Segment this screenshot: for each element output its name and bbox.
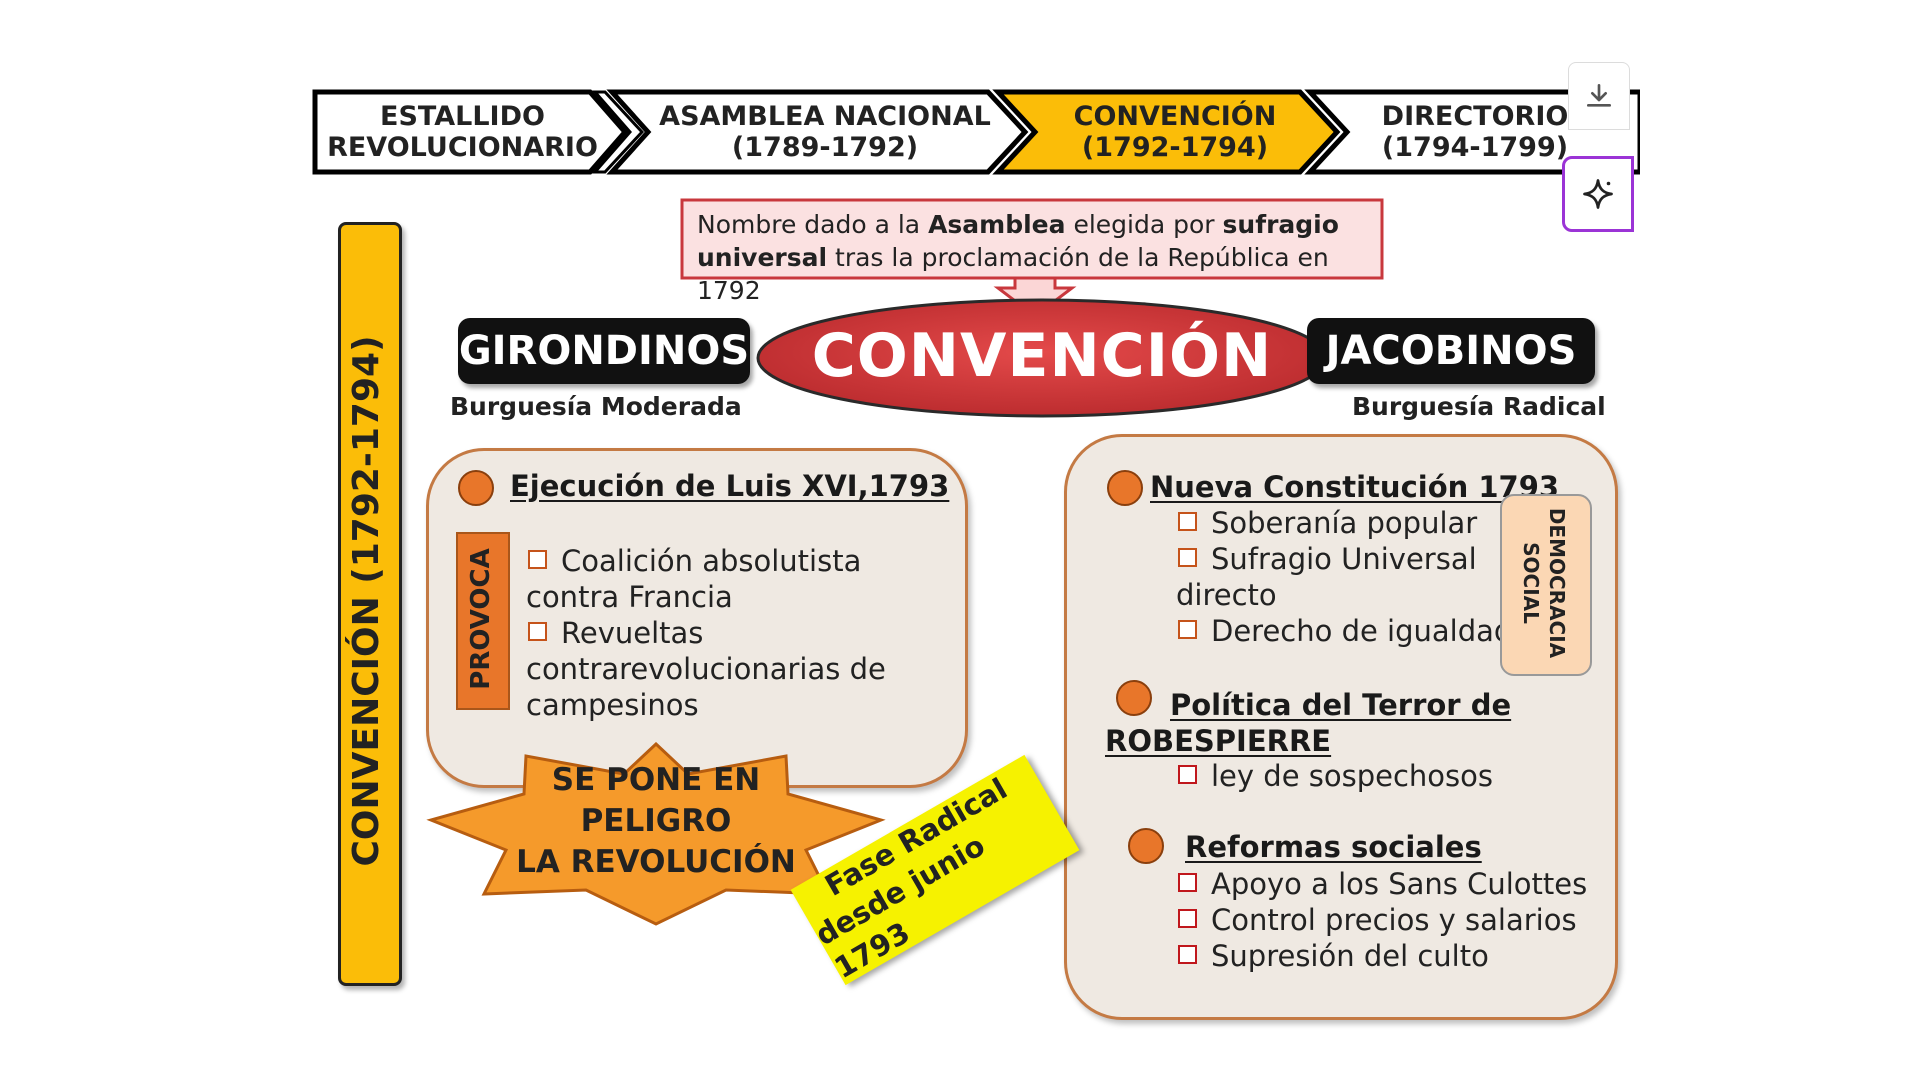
danger-star-shape: [426, 742, 886, 926]
left-item-1-text: Coalición absolutista: [561, 544, 862, 578]
timeline-step-3-line2: (1792-1794): [1081, 132, 1269, 163]
sidebar-period-label: CONVENCIÓN (1792-1794): [346, 335, 387, 867]
timeline-step-3-line1: CONVENCIÓN: [1073, 101, 1277, 132]
right-s2-item-1-text: ley de sospechosos: [1211, 759, 1493, 793]
checkbox-icon: [528, 550, 547, 569]
timeline-step-4-line2: (1794-1799): [1381, 132, 1569, 163]
timeline-step-2: ASAMBLEA NACIONAL (1789-1792): [655, 101, 995, 163]
democracia-tag-bg: [1500, 494, 1592, 676]
checkbox-icon: [1178, 512, 1197, 531]
right-s3-item-1: Apoyo a los Sans Culottes: [1178, 866, 1587, 902]
definition-part-3: tras la proclamación de la República en …: [697, 243, 1329, 305]
definition-callout-shape: [680, 198, 1384, 318]
right-group-name: JACOBINOS: [1307, 318, 1595, 384]
right-heading-3: Reformas sociales: [1185, 830, 1482, 864]
right-s1-item-2-text: Sufragio Universal: [1211, 542, 1477, 576]
definition-bold-3: universal: [697, 243, 828, 272]
definition-part-2: elegida por: [1065, 210, 1223, 239]
right-s1-item-2-cont: directo: [1176, 578, 1277, 612]
ai-assistant-button[interactable]: [1562, 156, 1634, 232]
timeline-step-2-line2: (1789-1792): [731, 132, 919, 163]
right-s1-item-1: Soberanía popular: [1178, 505, 1477, 541]
left-item-1: Coalición absolutista: [528, 543, 861, 579]
democracia-tag: DEMOCRACIA SOCIAL: [1519, 507, 1569, 659]
right-s3-item-2-text: Control precios y salarios: [1211, 903, 1577, 937]
definition-text: Nombre dado a la Asamblea elegida por su…: [697, 208, 1377, 307]
checkbox-icon: [1178, 873, 1197, 892]
left-card-bullet: [458, 470, 494, 506]
timeline-step-2-shape: [606, 89, 1029, 175]
left-item-2-cont-1: contrarevolucionarias de: [526, 652, 886, 686]
left-item-2-text: Revueltas: [561, 616, 704, 650]
timeline-step-1-shape: [312, 89, 629, 175]
right-card-bullet-3: [1128, 828, 1164, 864]
danger-star-line3: LA REVOLUCIÓN: [516, 844, 796, 880]
right-group-sub: Burguesía Radical: [1352, 392, 1606, 421]
right-s1-item-2: Sufragio Universal: [1178, 541, 1477, 577]
timeline-step-1-line1: ESTALLIDO: [380, 101, 545, 132]
right-card-bullet-1: [1107, 470, 1143, 506]
checkbox-icon: [1178, 909, 1197, 928]
timeline-step-2-line1: ASAMBLEA NACIONAL: [659, 101, 991, 132]
right-heading-1: Nueva Constitución 1793: [1150, 470, 1560, 504]
timeline-step-3: CONVENCIÓN (1792-1794): [1040, 101, 1310, 163]
timeline-arrows: [312, 89, 1640, 175]
timeline-step-1-line2: REVOLUCIONARIO: [327, 132, 598, 163]
danger-star-text: SE PONE EN PELIGRO LA REVOLUCIÓN: [476, 760, 836, 883]
right-s3-item-3-text: Supresión del culto: [1211, 939, 1489, 973]
checkbox-icon: [1178, 765, 1197, 784]
provoca-tag-bg: [456, 532, 510, 710]
right-card: [1064, 434, 1618, 1020]
download-button[interactable]: [1568, 62, 1630, 130]
right-s1-item-3: Derecho de igualdad: [1178, 613, 1512, 649]
timeline-step-3-shape: [992, 89, 1341, 175]
checkbox-icon: [1178, 620, 1197, 639]
checkbox-icon: [528, 622, 547, 641]
definition-bold-2: sufragio: [1222, 210, 1339, 239]
right-s3-item-2: Control precios y salarios: [1178, 902, 1577, 938]
sidebar-period-bar: [338, 222, 402, 986]
left-item-1-cont: contra Francia: [526, 580, 733, 614]
timeline-step-4: DIRECTORIO (1794-1799): [1345, 101, 1605, 163]
sparkle-icon: [1583, 179, 1613, 209]
right-card-bullet-2: [1116, 680, 1152, 716]
right-heading-2b: ROBESPIERRE: [1105, 724, 1332, 758]
right-s2-item-1: ley de sospechosos: [1178, 758, 1493, 794]
right-s3-item-1-text: Apoyo a los Sans Culottes: [1211, 867, 1588, 901]
download-icon: [1587, 84, 1611, 107]
left-group-name: GIRONDINOS: [458, 318, 750, 384]
right-s1-item-1-text: Soberanía popular: [1211, 506, 1478, 540]
danger-star-line2: PELIGRO: [580, 803, 732, 839]
left-card: [426, 448, 968, 788]
left-card-heading: Ejecución de Luis XVI,1793: [510, 469, 950, 503]
timeline-step-4-line1: DIRECTORIO: [1381, 101, 1569, 132]
right-heading-2a: Política del Terror de: [1170, 688, 1512, 722]
provoca-tag: PROVOCA: [466, 548, 496, 690]
timeline-step-1: ESTALLIDO REVOLUCIONARIO: [320, 101, 605, 163]
right-s3-item-3: Supresión del culto: [1178, 938, 1489, 974]
checkbox-icon: [1178, 548, 1197, 567]
definition-bold-1: Asamblea: [928, 210, 1066, 239]
center-title: CONVENCIÓN: [811, 321, 1273, 391]
left-item-2: Revueltas: [528, 615, 703, 651]
left-group-sub: Burguesía Moderada: [450, 392, 742, 421]
right-s1-item-3-text: Derecho de igualdad: [1211, 614, 1513, 648]
checkbox-icon: [1178, 945, 1197, 964]
left-item-2-cont-2: campesinos: [526, 688, 699, 722]
definition-part-1: Nombre dado a la: [697, 210, 929, 239]
danger-star-line1: SE PONE EN: [551, 762, 761, 798]
